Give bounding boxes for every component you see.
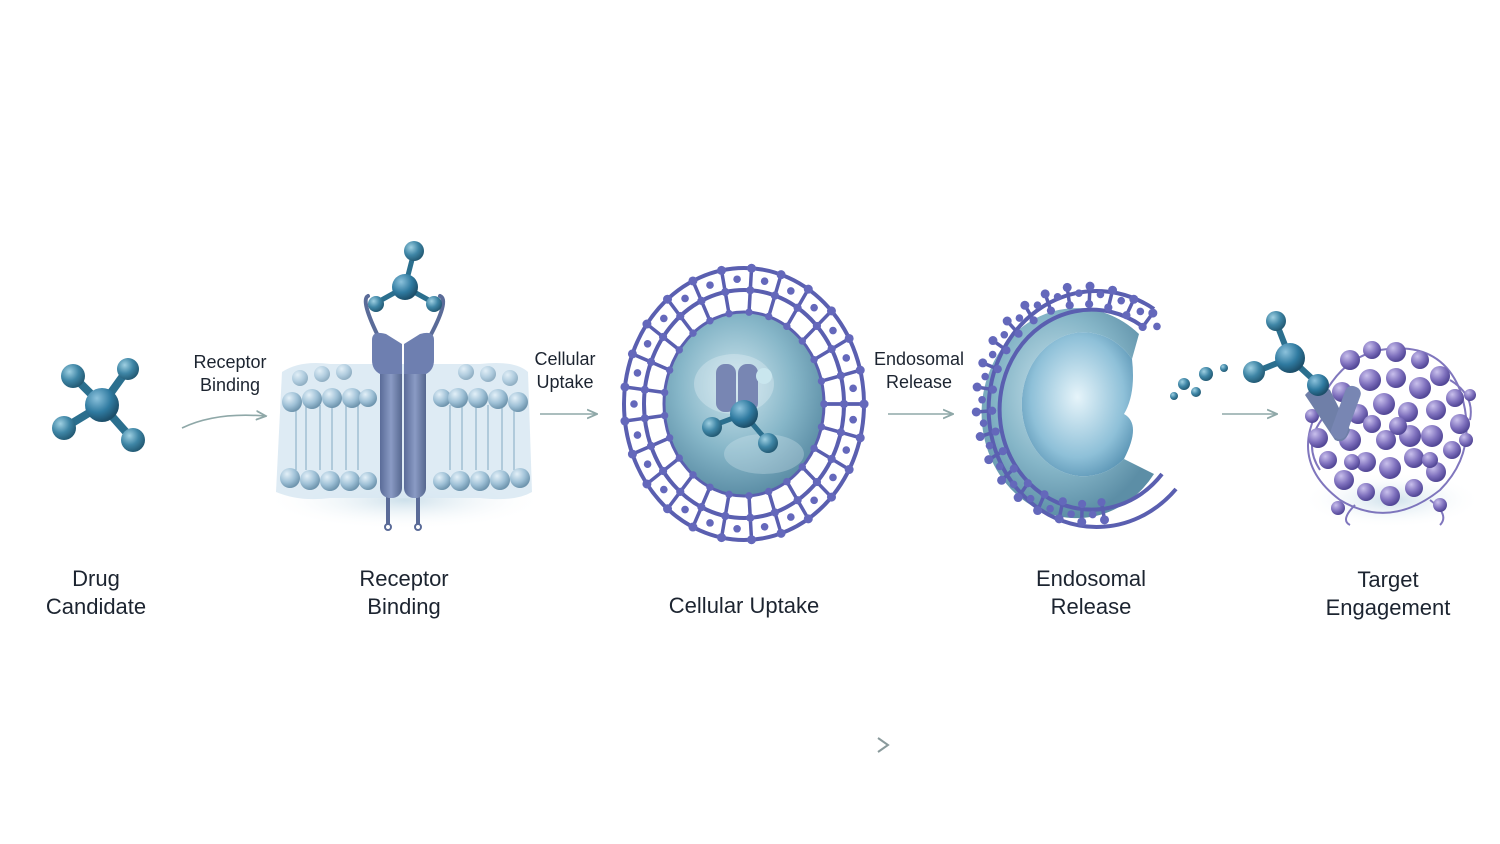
- stage-label-endosomal-release: Endosomal Release: [1006, 565, 1176, 621]
- stage-label-target-engagement: Target Engagement: [1300, 566, 1476, 622]
- transition-label-endosomal-release: Endosomal Release: [860, 348, 978, 394]
- protein-complex-icon: [1243, 311, 1482, 528]
- transition-label-cellular-uptake: Cellular Uptake: [515, 348, 615, 394]
- stage-label-receptor-binding: Receptor Binding: [324, 565, 484, 621]
- stage-label-cellular-uptake: Cellular Uptake: [644, 592, 844, 620]
- timeline-arrow: [605, 738, 888, 752]
- arrow-1: [182, 415, 265, 428]
- transition-label-receptor-binding: Receptor Binding: [170, 351, 290, 397]
- open-vesicle-icon: [972, 282, 1228, 527]
- molecule-icon: [52, 358, 145, 452]
- lattice-vesicle-icon: [620, 264, 868, 544]
- membrane-receptor-icon: [265, 241, 545, 530]
- stage-label-drug-candidate: Drug Candidate: [20, 565, 172, 621]
